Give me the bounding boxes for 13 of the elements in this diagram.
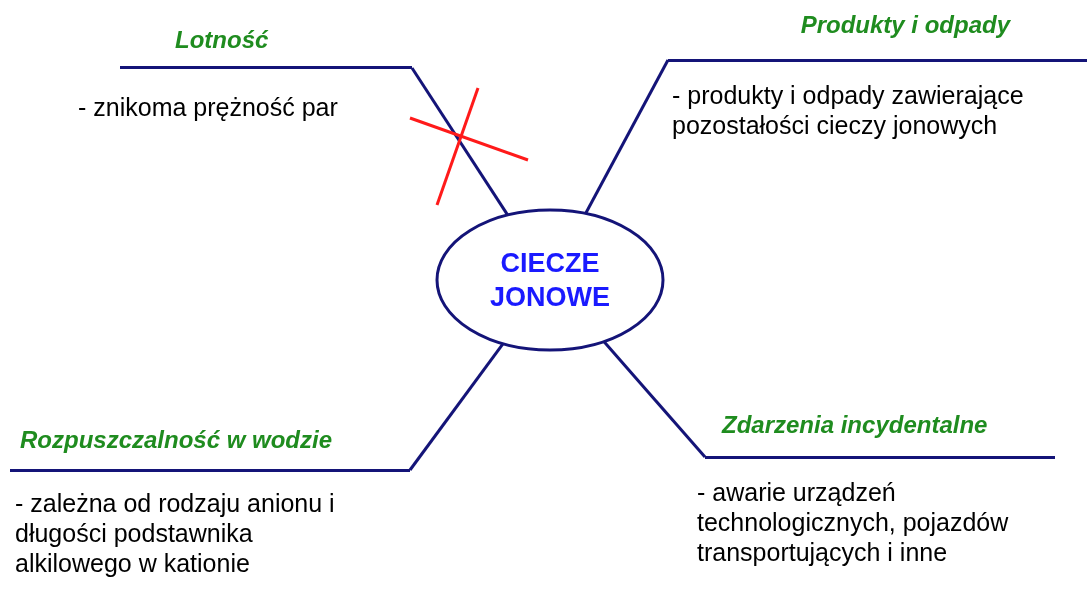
branch-note: - produkty i odpady zawierające pozostałości cieczy jonowych — [672, 80, 1025, 140]
connector-line — [602, 340, 707, 458]
connector-line — [410, 67, 509, 216]
branch-note: - awarie urządzeń technologicznych, pojazdów transportujących i inne — [697, 477, 1010, 567]
connector-line — [584, 59, 670, 215]
branch-heading: Lotność — [175, 25, 269, 55]
topic-text: CIECZE JONOWE — [489, 247, 611, 314]
branch-heading: Produkty i odpady — [800, 10, 1010, 40]
branch-note: - znikoma prężność par — [78, 92, 339, 122]
branch-heading: Zdarzenia incydentalne — [722, 410, 988, 440]
branch-heading: Rozpuszczalność w wodzie — [20, 425, 333, 455]
connector-line — [408, 342, 505, 471]
branch-note: - zależna od rodzaju anionu i długości podstawnika alkilowego w kationie — [15, 488, 336, 578]
